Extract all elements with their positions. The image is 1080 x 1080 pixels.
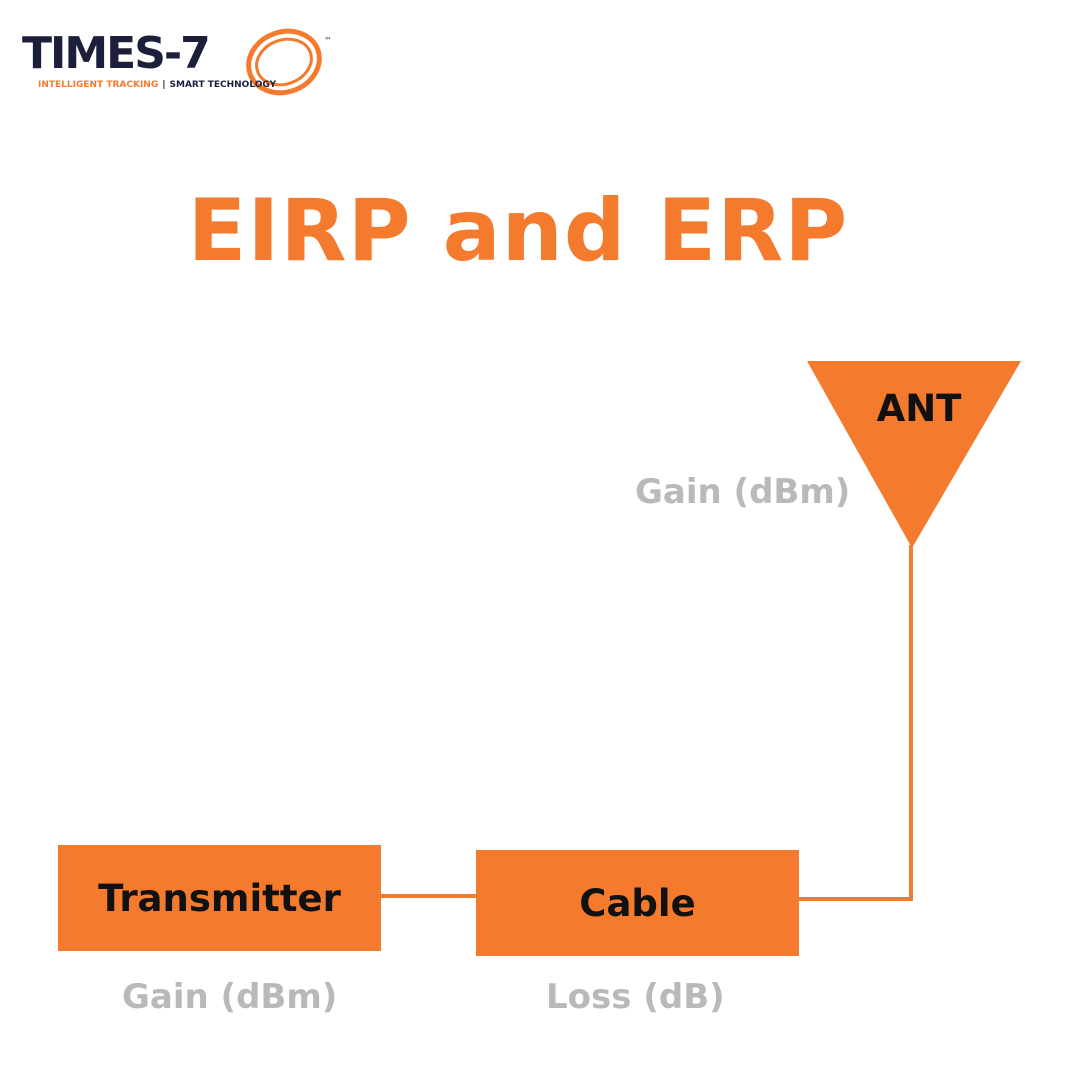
logo-trademark: ™ — [324, 36, 332, 45]
logo-brand-text: TIMES-7 — [22, 28, 211, 79]
logo-tagline-left: INTELLIGENT TRACKING — [38, 80, 159, 90]
transmitter-label: Transmitter — [98, 876, 341, 920]
antenna-triangle-icon — [807, 361, 1021, 548]
cable-label: Cable — [579, 881, 696, 925]
antenna-label: ANT — [876, 387, 962, 430]
transmitter-block: Transmitter — [58, 845, 381, 951]
logo-tagline-right: SMART TECHNOLOGY — [169, 80, 277, 90]
logo-swoosh-icon — [246, 28, 322, 96]
cable-block: Cable — [476, 850, 799, 956]
cable-loss-caption: Loss (dB) — [546, 977, 725, 1017]
cable-antenna-connector — [799, 545, 913, 901]
page-title: EIRP and ERP — [187, 181, 849, 281]
transmitter-gain-caption: Gain (dBm) — [122, 977, 338, 1017]
antenna-gain-caption: Gain (dBm) — [635, 472, 851, 512]
logo-tagline-separator: | — [162, 80, 166, 90]
logo: TIMES-7 ™ INTELLIGENT TRACKING|SMART TEC… — [22, 24, 332, 100]
logo-tagline: INTELLIGENT TRACKING|SMART TECHNOLOGY — [38, 80, 276, 90]
